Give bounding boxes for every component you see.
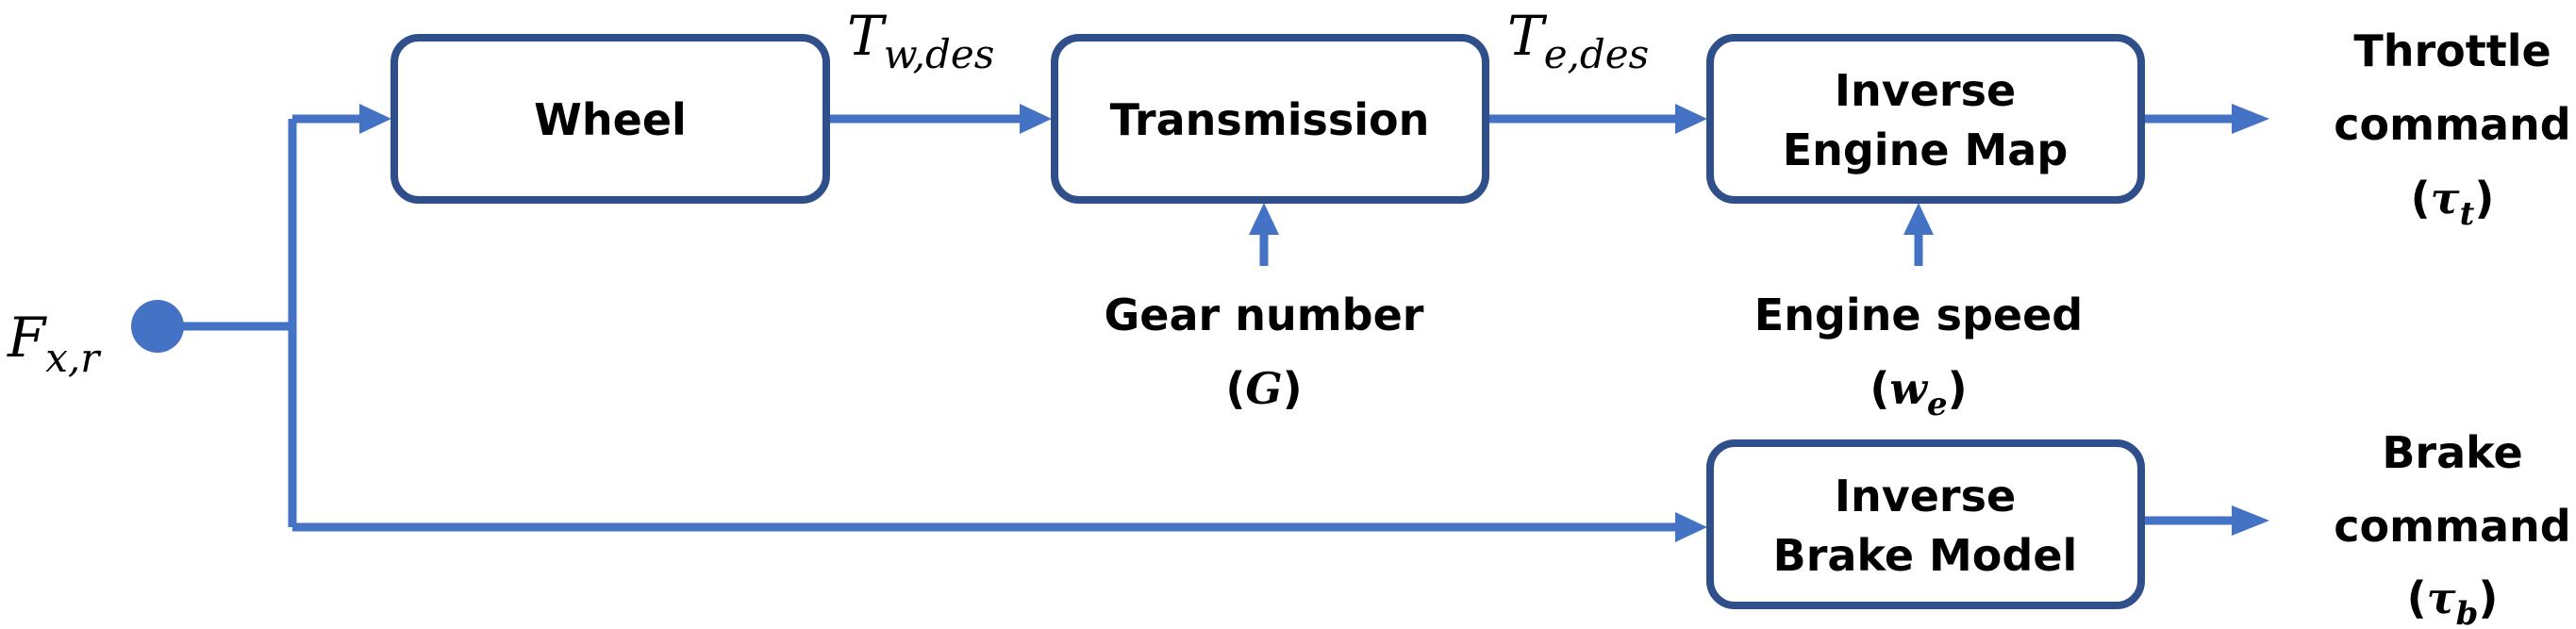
block-transmission: Transmission bbox=[1051, 34, 1489, 204]
engine-speed-close-paren: ) bbox=[1948, 363, 1968, 414]
brake-sub: b bbox=[2456, 595, 2479, 629]
engine-torque-sub: e,des bbox=[1544, 31, 1650, 77]
throttle-sub: t bbox=[2460, 195, 2475, 233]
throttle-close-paren: ) bbox=[2474, 173, 2494, 223]
arrowhead-brake bbox=[2232, 505, 2269, 536]
brake-line1: Brake bbox=[2382, 427, 2522, 478]
engine-torque-main: T bbox=[1507, 4, 1548, 68]
brake-line2: command bbox=[2334, 501, 2570, 552]
block-engine-map: Inverse Engine Map bbox=[1706, 34, 2145, 204]
throttle-line2: command bbox=[2334, 99, 2570, 150]
wheel-torque-label: Tw,des bbox=[847, 4, 994, 77]
throttle-symbol: τ bbox=[2431, 173, 2460, 223]
block-brake-model-line1: Inverse bbox=[1835, 471, 2016, 521]
gear-close-paren: ) bbox=[1283, 363, 1303, 414]
block-engine-map-line1: Inverse bbox=[1835, 65, 2016, 116]
block-engine-map-line2: Engine Map bbox=[1783, 124, 2069, 175]
throttle-line1: Throttle bbox=[2353, 25, 2551, 76]
input-force-sub: x,r bbox=[45, 335, 102, 381]
brake-symbol-line: (τb) bbox=[2407, 572, 2499, 629]
brake-symbol: τ bbox=[2427, 572, 2456, 623]
engine-torque-label: Te,des bbox=[1507, 4, 1649, 77]
wires bbox=[179, 114, 2235, 532]
input-force-main: F bbox=[7, 306, 47, 370]
arrowheads bbox=[359, 104, 2269, 542]
arrowhead-engine-speed bbox=[1903, 203, 1934, 235]
throttle-open-paren: ( bbox=[2411, 173, 2431, 223]
gear-symbol-line: (G) bbox=[1225, 363, 1302, 414]
brake-open-paren: ( bbox=[2407, 572, 2427, 623]
block-wheel: Wheel bbox=[391, 34, 830, 204]
gear-input: Gear number (G) bbox=[1105, 290, 1424, 414]
gear-open-paren: ( bbox=[1225, 363, 1245, 414]
arrowhead-engine-map bbox=[1675, 104, 1707, 134]
arrowhead-wheel bbox=[359, 104, 391, 134]
block-transmission-label: Transmission bbox=[1110, 94, 1430, 145]
gear-label: Gear number bbox=[1105, 290, 1424, 340]
gear-symbol: G bbox=[1245, 363, 1282, 414]
source-node bbox=[131, 300, 184, 353]
arrowhead-throttle bbox=[2232, 104, 2269, 134]
engine-speed-sub: e bbox=[1927, 386, 1948, 423]
engine-speed-label: Engine speed bbox=[1754, 290, 2083, 340]
input-force-label: Fx,r bbox=[7, 306, 102, 381]
brake-close-paren: ) bbox=[2478, 572, 2498, 623]
throttle-symbol-line: (τt) bbox=[2411, 173, 2495, 233]
engine-speed-symbol-line: (we) bbox=[1870, 363, 1967, 423]
engine-speed-symbol: w bbox=[1889, 363, 1928, 414]
arrowhead-gear bbox=[1249, 203, 1279, 235]
throttle-output: Throttle command (τt) bbox=[2334, 25, 2570, 233]
arrowhead-transmission bbox=[1020, 104, 1052, 134]
wheel-torque-main: T bbox=[847, 4, 888, 68]
wheel-torque-sub: w,des bbox=[884, 31, 995, 77]
block-brake-model-line2: Brake Model bbox=[1773, 530, 2078, 581]
engine-speed-input: Engine speed (we) bbox=[1754, 290, 2083, 423]
block-brake-model: Inverse Brake Model bbox=[1706, 439, 2145, 609]
arrowhead-brake-model bbox=[1675, 512, 1707, 542]
block-wheel-label: Wheel bbox=[534, 94, 687, 145]
engine-speed-open-paren: ( bbox=[1870, 363, 1889, 414]
brake-output: Brake command (τb) bbox=[2334, 427, 2570, 629]
